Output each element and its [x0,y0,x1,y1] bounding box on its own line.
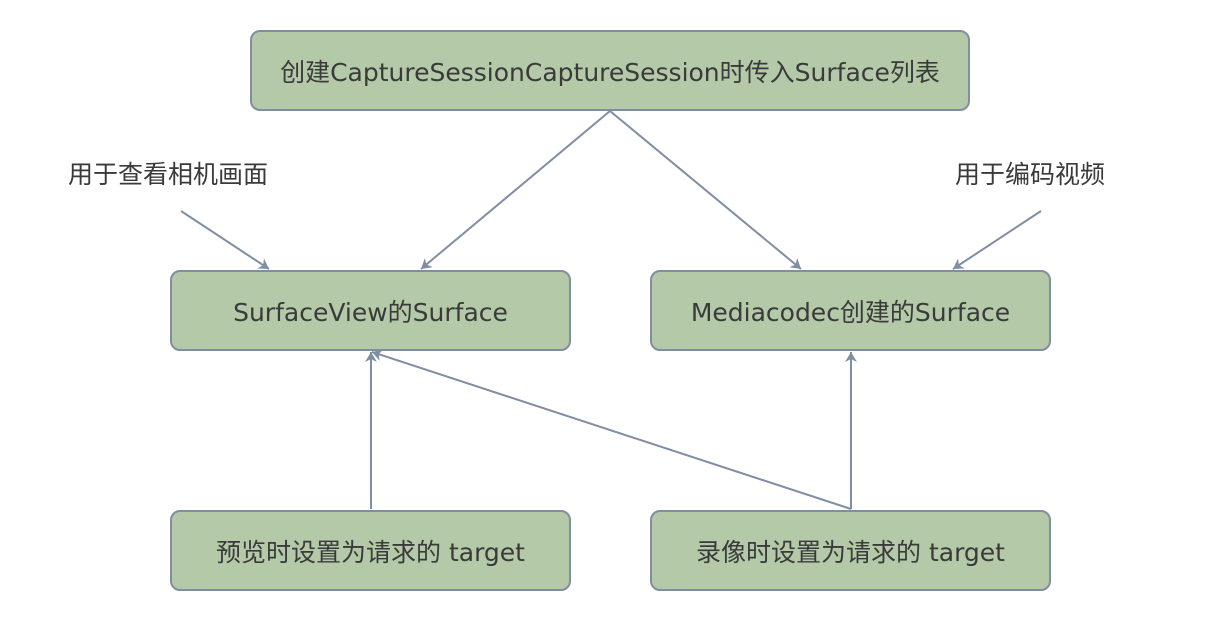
edge-right-annotation-to-mediacodec [952,210,1042,270]
node-record-target-label: 录像时设置为请求的 target [696,537,1005,567]
node-mediacodec-surface-label: Mediacodec创建的Surface [690,297,1011,327]
node-surfaceview-surface-label: SurfaceView的Surface [233,297,508,327]
node-surfaceview-surface: SurfaceView的Surface [170,270,571,351]
edge-left-annotation-to-surfaceview [180,210,270,270]
node-record-target: 录像时设置为请求的 target [650,510,1051,591]
annotation-encode-video: 用于编码视频 [955,160,1106,189]
node-create-capture-session: 创建CaptureSessionCaptureSession时传入Surface… [250,30,970,111]
node-preview-target-label: 预览时设置为请求的 target [216,537,525,567]
node-mediacodec-surface: Mediacodec创建的Surface [650,270,1051,351]
edge-top-to-surfaceview [420,110,611,270]
node-create-capture-session-label: 创建CaptureSessionCaptureSession时传入Surface… [280,57,940,87]
edge-top-to-mediacodec [609,110,802,270]
edge-record-to-surfaceview [371,349,852,510]
node-preview-target: 预览时设置为请求的 target [170,510,571,591]
annotation-view-camera: 用于查看相机画面 [68,160,269,189]
